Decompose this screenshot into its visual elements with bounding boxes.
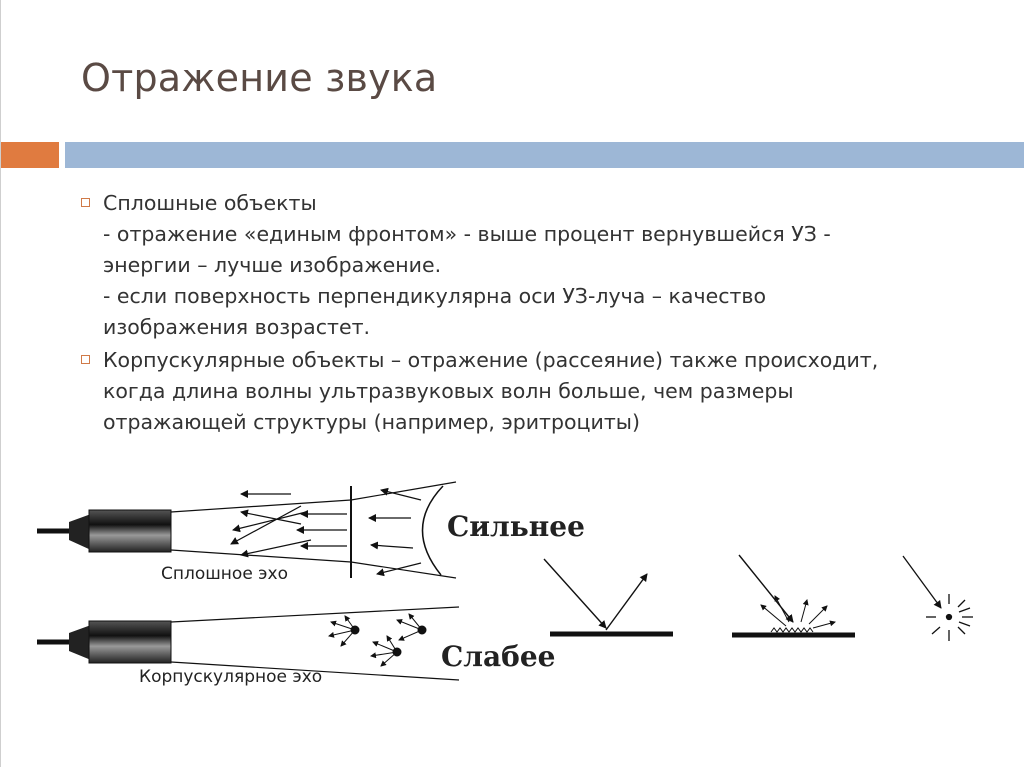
bullet-corpuscular-objects: Корпускулярные объекты – отражение (расс…	[79, 345, 979, 438]
transducer-icon	[37, 620, 172, 664]
accent-bar-orange	[1, 142, 59, 168]
bullet-line: Корпускулярные объекты – отражение (расс…	[103, 348, 879, 372]
incident-arrows	[230, 487, 422, 577]
reflection-diagram: Сплошное эхо Сильнее	[37, 481, 973, 687]
bullet-line: - если поверхность перпендикулярна оси У…	[103, 284, 767, 308]
weaker-label: Слабее	[441, 640, 555, 673]
bullet-line: изображения возрастет.	[103, 315, 371, 339]
bullet-line: - отражение «единым фронтом» - выше проц…	[103, 222, 831, 246]
corpuscular-echo-beam	[170, 606, 460, 681]
transducer-icon	[37, 509, 172, 553]
bullet-square-icon	[81, 355, 90, 364]
bullet-solid-objects: Сплошные объекты - отражение «единым фро…	[79, 188, 979, 343]
scatter-particles	[328, 613, 427, 667]
scatter-point-icon	[902, 555, 973, 641]
bullet-line: Сплошные объекты	[103, 191, 317, 215]
accent-bar-blue	[65, 142, 1024, 168]
bullet-line: когда длина волны ультразвуковых волн бо…	[103, 379, 794, 403]
specular-reflection-icon	[543, 558, 673, 637]
bullet-list: Сплошные объекты - отражение «единым фро…	[79, 188, 979, 440]
bullet-square-icon	[81, 198, 90, 207]
bullet-line: отражающей структуры (например, эритроци…	[103, 410, 640, 434]
stronger-label: Сильнее	[447, 510, 585, 543]
slide-title: Отражение звука	[81, 56, 438, 100]
solid-echo-label: Сплошное эхо	[161, 564, 288, 584]
solid-echo-beam	[170, 481, 457, 579]
diffuse-reflection-icon	[732, 554, 855, 638]
bullet-line: энергии – лучше изображение.	[103, 253, 442, 277]
corpuscular-echo-label: Корпускулярное эхо	[139, 667, 322, 687]
